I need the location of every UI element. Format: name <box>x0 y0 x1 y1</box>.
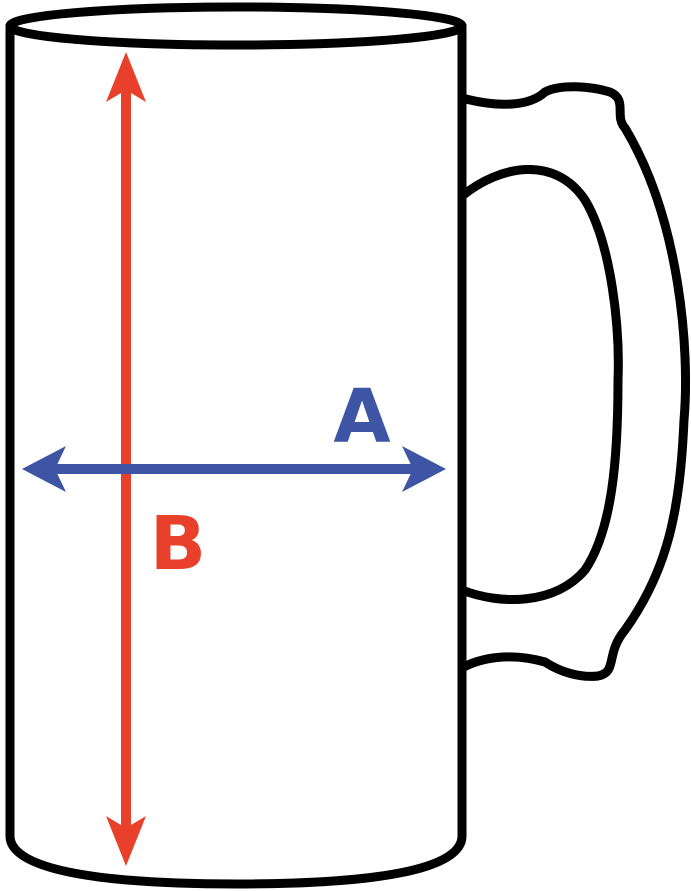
handle-inner-outline <box>457 164 623 604</box>
mug-body-outline <box>5 21 467 889</box>
height-arrow-bottom <box>106 816 146 866</box>
width-dimension-label: A <box>333 374 390 460</box>
width-dimension: A <box>22 374 446 492</box>
width-arrow-left <box>22 446 66 492</box>
height-arrow-top <box>106 52 146 102</box>
height-dimension-label: B <box>150 501 206 587</box>
height-dimension: B <box>106 52 206 866</box>
mug-rim <box>5 2 467 50</box>
handle-outer-outline <box>457 82 691 681</box>
width-arrow-right <box>402 446 446 492</box>
mug-body <box>5 2 467 889</box>
mug-handle <box>457 82 691 681</box>
